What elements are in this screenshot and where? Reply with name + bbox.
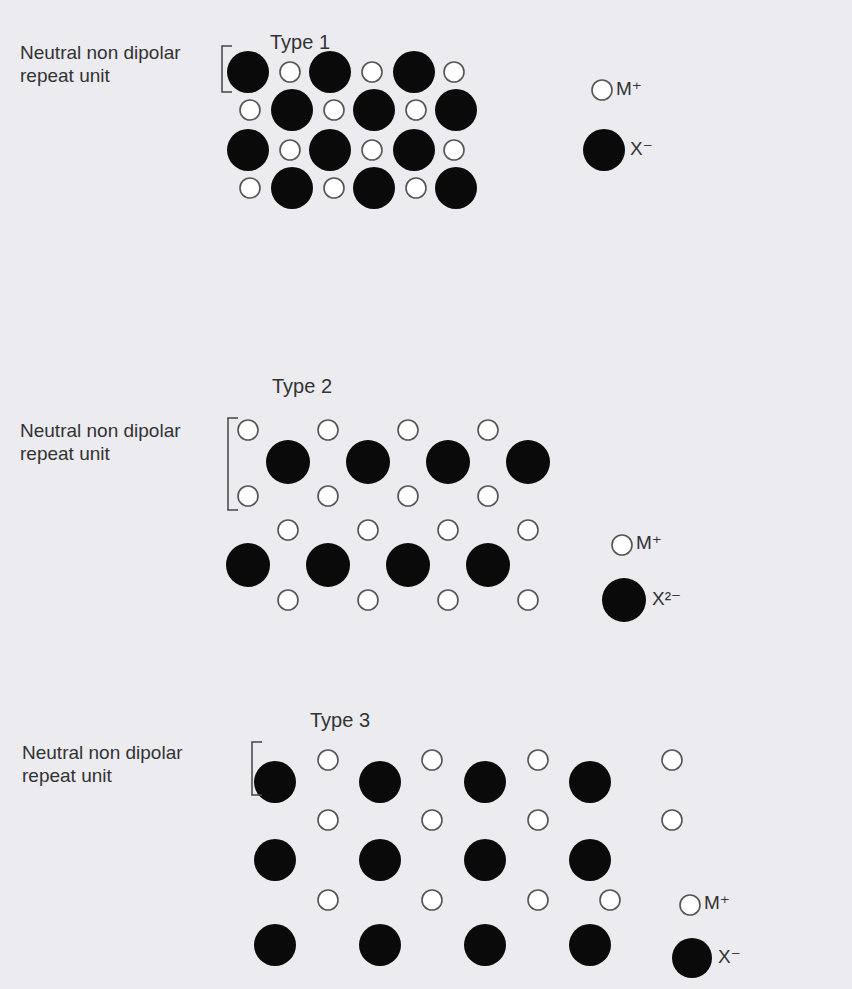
- repeat-bracket: [222, 46, 232, 92]
- anion-key: [672, 938, 712, 978]
- type-title: Type 1: [270, 30, 330, 54]
- type-title: Type 3: [310, 708, 370, 732]
- repeat-unit-label: Neutral non dipolar repeat unit: [20, 420, 205, 466]
- repeat-bracket: [228, 418, 238, 510]
- ion-key-label: X²⁻: [652, 588, 681, 611]
- cation-key: [592, 80, 612, 100]
- ion-key-label: M⁺: [616, 78, 642, 101]
- type-title: Type 2: [272, 374, 332, 398]
- ion-key-label: M⁺: [636, 532, 662, 555]
- repeat-unit-label: Neutral non dipolar repeat unit: [22, 742, 207, 788]
- ion-key-label: X⁻: [718, 946, 741, 969]
- cation-key: [612, 535, 632, 555]
- type1-lattice: [227, 51, 477, 209]
- type3-lattice: [254, 750, 682, 966]
- repeat-bracket: [252, 742, 262, 795]
- ion-key-label: X⁻: [630, 138, 653, 161]
- repeat-unit-label: Neutral non dipolar repeat unit: [20, 42, 205, 88]
- anion-key: [602, 578, 646, 622]
- anion-key: [583, 129, 625, 171]
- ion-key-label: M⁺: [704, 892, 730, 915]
- type2-lattice: [226, 420, 550, 610]
- cation-key: [680, 895, 700, 915]
